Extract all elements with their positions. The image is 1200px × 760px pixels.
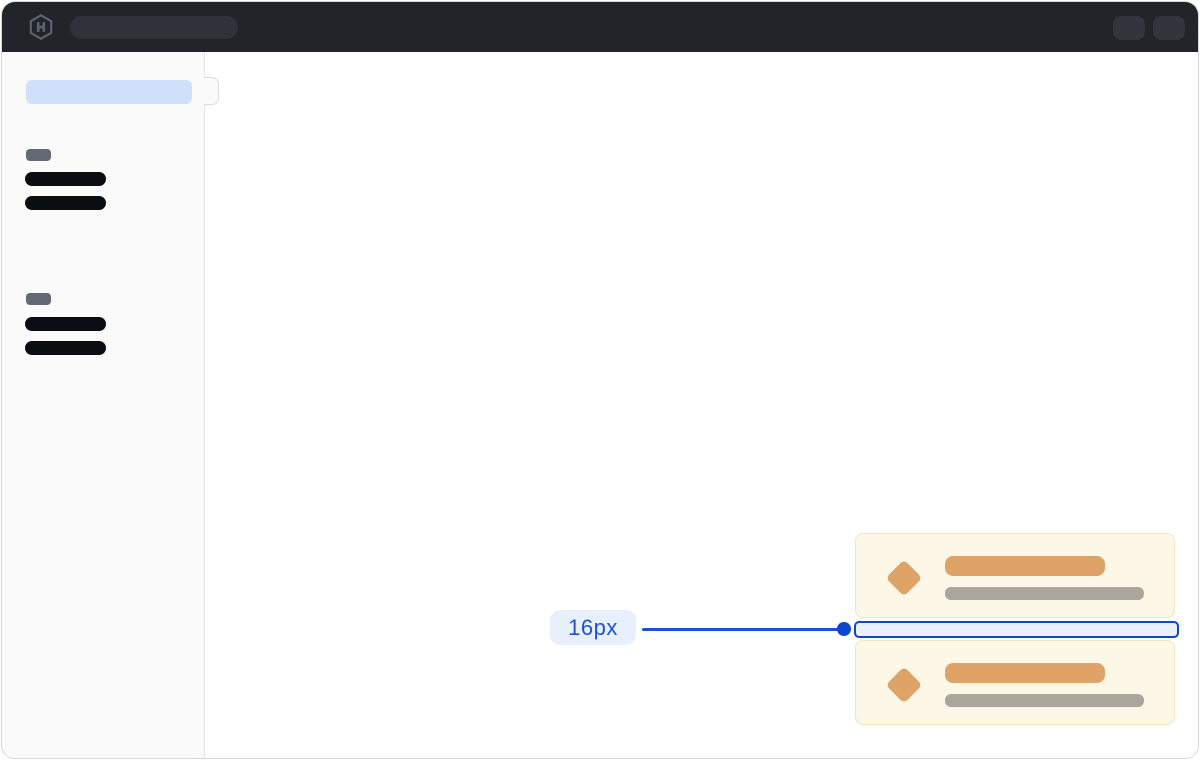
sidebar-section-label-skeleton — [26, 149, 51, 161]
search-input[interactable] — [70, 16, 238, 39]
annotation-dot — [837, 622, 851, 636]
sidebar-link-skeleton[interactable] — [25, 196, 106, 210]
spacing-value-badge: 16px — [550, 610, 636, 645]
sidebar-active-item-skeleton[interactable] — [26, 80, 192, 104]
sidebar-collapse-handle[interactable] — [204, 77, 219, 105]
annotation-line — [642, 628, 842, 631]
toast-description-skeleton — [945, 587, 1144, 600]
sidebar-link-skeleton[interactable] — [25, 341, 106, 355]
sidebar-section-label-skeleton — [26, 293, 51, 305]
topbar-action-button-2[interactable] — [1153, 16, 1185, 40]
spacing-highlight-rect — [854, 621, 1179, 638]
content-area: 16px — [2, 52, 1198, 758]
toast-title-skeleton — [945, 663, 1105, 683]
toast-card — [855, 640, 1175, 725]
topbar-action-button-1[interactable] — [1113, 16, 1145, 40]
toast-description-skeleton — [945, 694, 1144, 707]
sidebar-link-skeleton[interactable] — [25, 172, 106, 186]
topbar-actions — [1113, 16, 1185, 40]
main-panel: 16px — [205, 52, 1198, 758]
sidebar — [2, 52, 219, 758]
sidebar-link-skeleton[interactable] — [25, 317, 106, 331]
diamond-icon — [885, 559, 923, 597]
hashicorp-logo-icon — [29, 14, 53, 40]
toast-card — [855, 533, 1175, 618]
toast-title-skeleton — [945, 556, 1105, 576]
diamond-icon — [885, 666, 923, 704]
top-navigation-bar — [2, 2, 1198, 52]
